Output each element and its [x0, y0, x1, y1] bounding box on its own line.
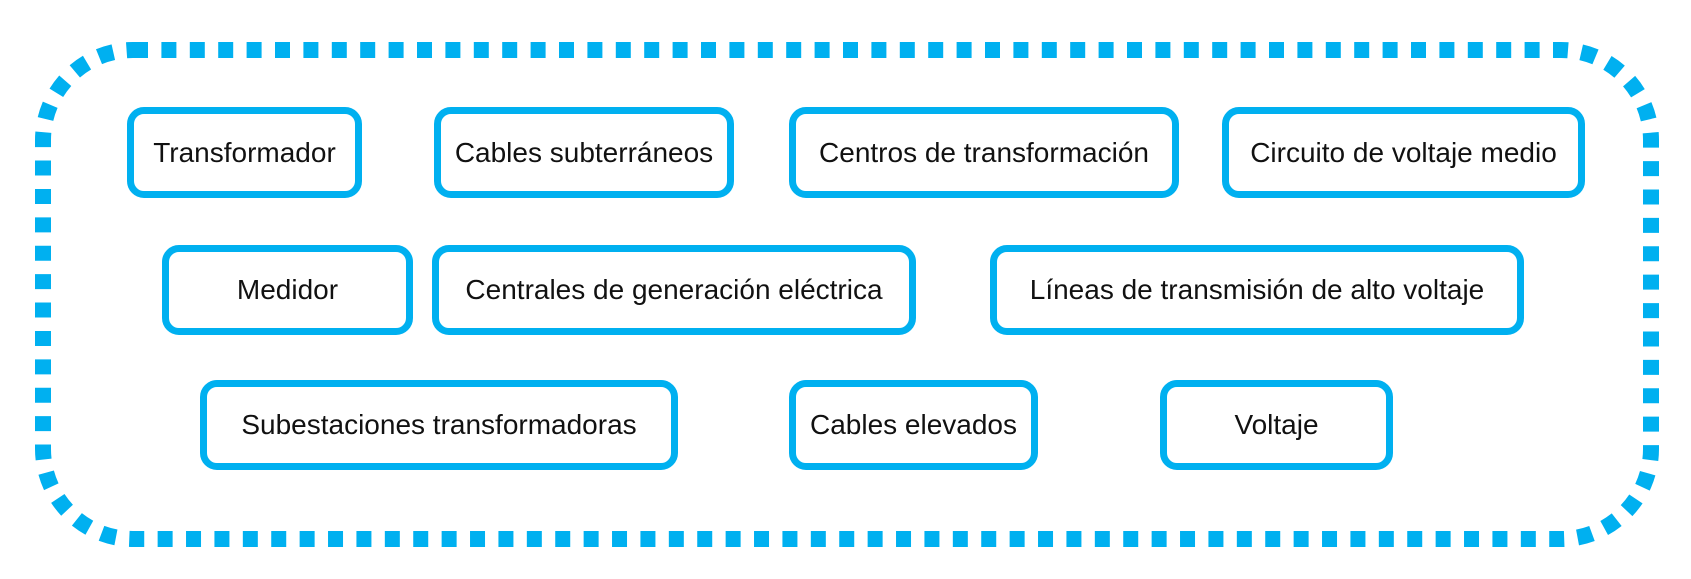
box-lineas-de-transmision-de-alto-voltaje: Líneas de transmisión de alto voltaje [990, 245, 1524, 335]
box-transformador: Transformador [127, 107, 362, 198]
box-label: Centrales de generación eléctrica [465, 274, 883, 305]
box-centrales-de-generacion-electrica: Centrales de generación eléctrica [432, 245, 916, 335]
box-label: Centros de transformación [819, 136, 1149, 168]
box-label: Circuito de voltaje medio [1250, 136, 1557, 168]
box-label: Medidor [236, 274, 339, 305]
box-label: Subestaciones transformadoras [241, 409, 637, 440]
box-cables-elevados: Cables elevados [789, 380, 1038, 470]
box-label: Líneas de transmisión de alto voltaje [1029, 274, 1485, 305]
box-subestaciones-transformadoras: Subestaciones transformadoras [200, 380, 678, 470]
box-centros-de-transformacion: Centros de transformación [789, 107, 1179, 198]
box-medidor: Medidor [162, 245, 413, 335]
box-label: Transformador [153, 136, 336, 168]
box-label: Cables elevados [809, 409, 1018, 440]
box-label: Cables subterráneos [454, 136, 714, 168]
box-cables-subterraneos: Cables subterráneos [434, 107, 734, 198]
box-label: Voltaje [1234, 409, 1319, 440]
box-circuito-de-voltaje-medio: Circuito de voltaje medio [1222, 107, 1585, 198]
box-voltaje: Voltaje [1160, 380, 1393, 470]
